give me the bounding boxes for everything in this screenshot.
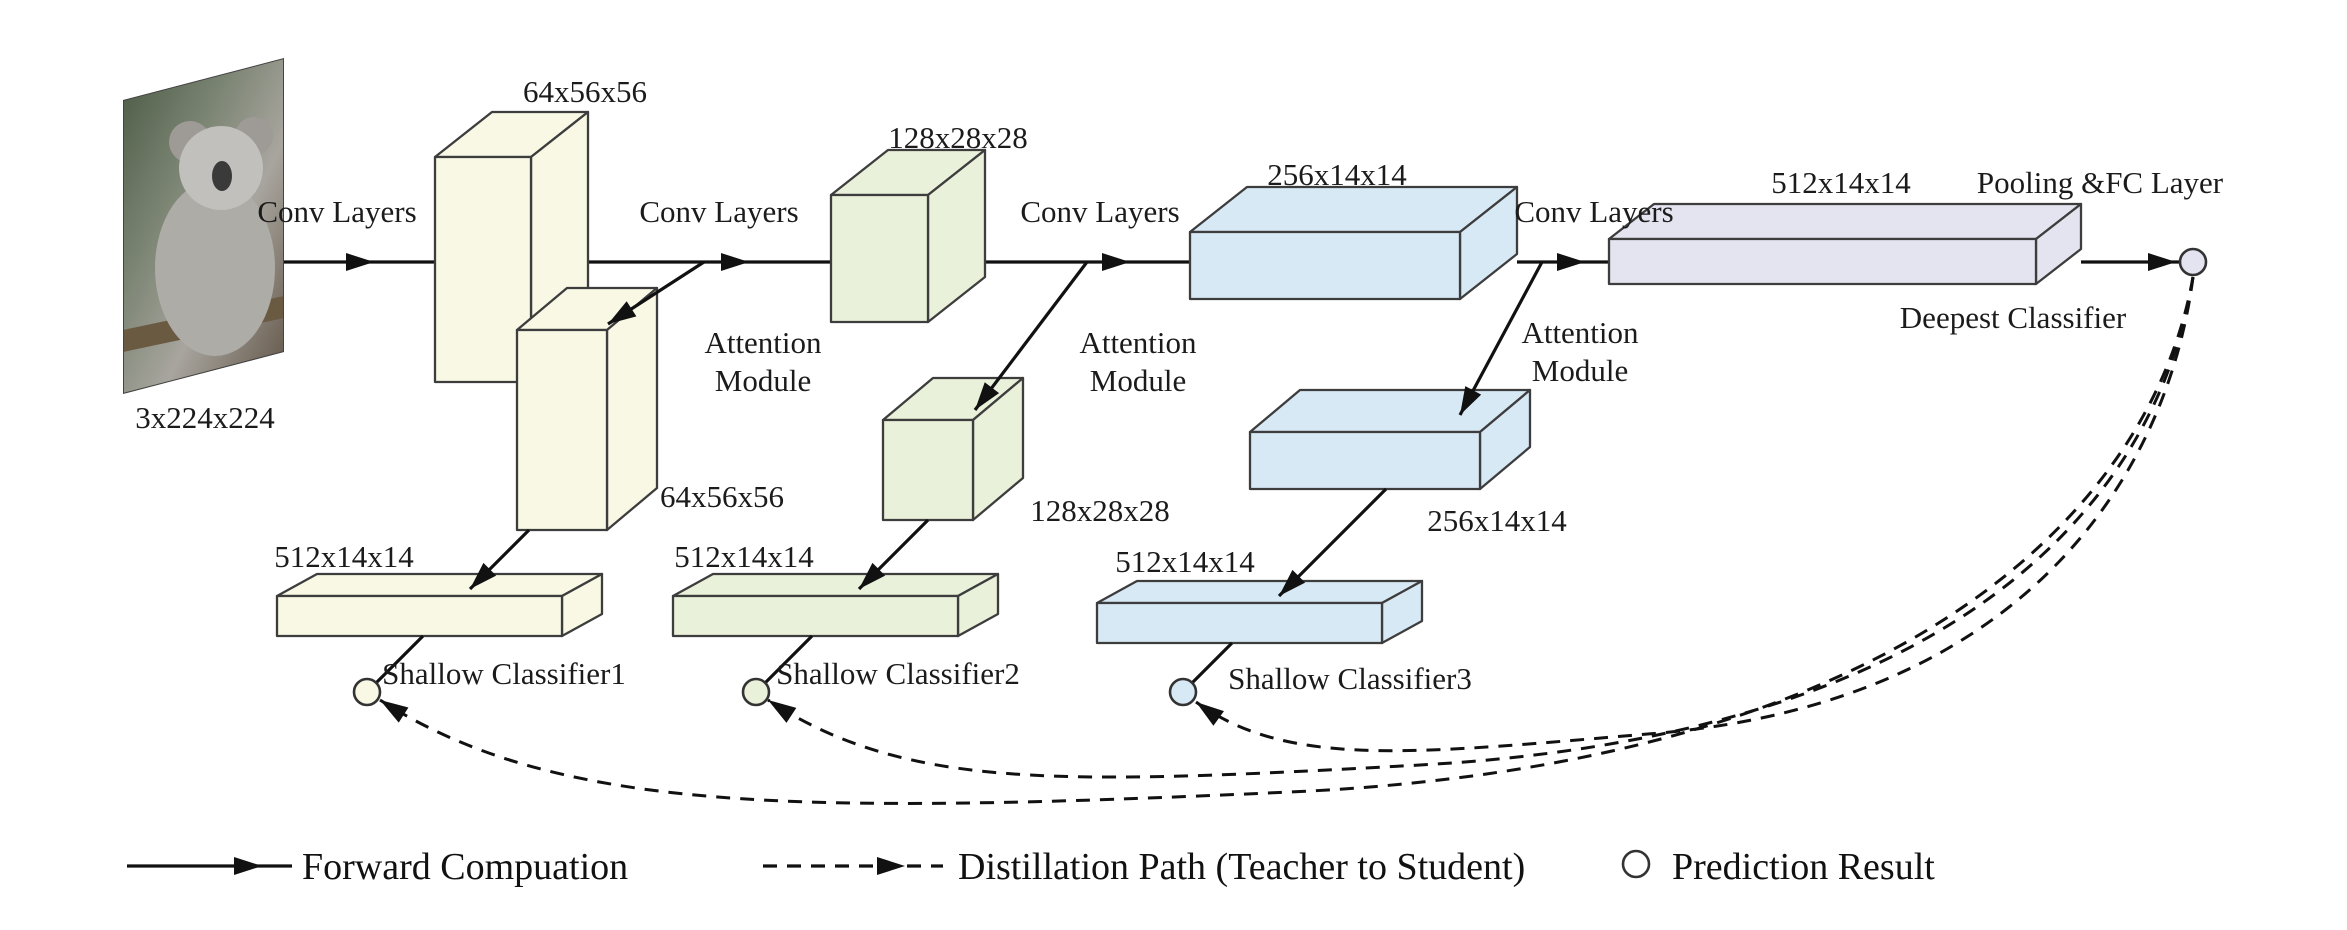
conv-layers-label-1: Conv Layers (257, 194, 417, 229)
attention-block-1-front-face (515, 328, 609, 532)
branch-dim-label-2: 128x28x28 (1030, 493, 1170, 528)
conv-block-2 (829, 148, 987, 324)
attention-module-label-3: Attention Module (1521, 315, 1639, 388)
forward-arrowhead (721, 253, 749, 271)
shallow-classifier-block-1-front-face (275, 594, 564, 638)
forward-arrowhead (1557, 253, 1585, 271)
attention-arrow-2 (973, 261, 1089, 411)
attention-arrowhead-1 (608, 301, 637, 324)
conv-block-3 (1188, 185, 1519, 301)
legend-prediction-circle (1621, 849, 1651, 879)
conv-layers-label-4: Conv Layers (1514, 194, 1674, 229)
attention-arrow-3 (1458, 261, 1544, 416)
input-image (123, 58, 284, 394)
legend-prediction-label: Prediction Result (1672, 846, 1935, 888)
koala-body-shape (155, 180, 275, 356)
conv-block-4 (1607, 202, 2083, 286)
distillation-path-1 (379, 276, 2195, 805)
shallow-classifier-block-3-front-face (1095, 601, 1384, 645)
input-dim-label: 3x224x224 (135, 400, 275, 435)
branch-line-2 (763, 634, 814, 685)
conv-block-1 (433, 110, 590, 384)
shallow-classifier-block-2 (671, 572, 1000, 638)
distillation-path-3 (1195, 276, 2195, 753)
attention-arrowhead-3 (1460, 386, 1482, 415)
block-dim-label-4: 512x14x14 (1771, 165, 1911, 200)
shallow-classifier-block-1 (275, 572, 604, 638)
branch-line-1 (374, 634, 425, 685)
distillation-arrowhead-1 (380, 700, 409, 723)
shallow-classifier-block-3 (1095, 579, 1424, 645)
block-dim-label-2: 128x28x28 (888, 120, 1028, 155)
branch-dim-label-3: 256x14x14 (1427, 503, 1567, 538)
legend-forward-arrowhead (234, 857, 262, 875)
forward-arrowhead (1102, 253, 1130, 271)
legend-forward-label: Forward Compuation (302, 846, 629, 888)
classifier-dim-label-3: 512x14x14 (1115, 544, 1255, 579)
attention-module-label-1: Attention Module (704, 325, 822, 398)
shallow-classifier-block-2-top-face (671, 572, 1000, 598)
forward-arrowhead (2148, 253, 2176, 271)
conv-block-3-front-face (1188, 230, 1462, 301)
attention-block-1-side-face (605, 286, 659, 532)
classifier-dim-label-1: 512x14x14 (274, 539, 414, 574)
attention-block-2-front-face (881, 418, 975, 522)
attention-module-label-2: Attention Module (1079, 325, 1197, 398)
classifier-dim-label-2: 512x14x14 (674, 539, 814, 574)
attention-block-2 (881, 376, 1025, 522)
distillation-path-2 (767, 276, 2195, 779)
koala-nose-shape (212, 161, 232, 191)
forward-arrowhead (346, 253, 374, 271)
branch-arrowhead-1 (470, 562, 497, 589)
prediction-circle-1 (352, 677, 382, 707)
branch-dim-label-1: 64x56x56 (660, 479, 784, 514)
distillation-arrowhead-3 (1196, 702, 1224, 726)
conv-block-4-front-face (1607, 237, 2038, 286)
prediction-circle-deepest (2178, 247, 2208, 277)
shallow-classifier-block-3-top-face (1095, 579, 1424, 605)
distillation-arrowhead-2 (768, 700, 797, 723)
attention-block-3 (1248, 388, 1532, 491)
block-dim-label-3: 256x14x14 (1267, 157, 1407, 192)
branch-line-3 (1190, 641, 1234, 685)
koala-photo-border (123, 58, 284, 394)
attention-arrowhead-2 (975, 382, 1000, 410)
shallow-classifier-label-2: Shallow Classifier2 (776, 656, 1020, 691)
conv-block-1-front-face (433, 155, 533, 384)
conv-block-2-front-face (829, 193, 930, 324)
conv-layers-label-2: Conv Layers (639, 194, 799, 229)
shallow-classifier-block-2-front-face (671, 594, 960, 638)
legend-distillation-arrowhead (877, 857, 905, 875)
prediction-circle-2 (741, 677, 771, 707)
block-dim-label-1: 64x56x56 (523, 74, 647, 109)
deepest-classifier-label: Deepest Classifier (1899, 300, 2127, 335)
shallow-classifier-label-3: Shallow Classifier3 (1228, 661, 1472, 696)
attention-block-1 (515, 286, 659, 532)
pooling-fc-label: Pooling &FC Layer (1976, 165, 2224, 200)
shallow-classifier-label-1: Shallow Classifier1 (382, 656, 626, 691)
conv-layers-label-3: Conv Layers (1020, 194, 1180, 229)
prediction-circle-3 (1168, 677, 1198, 707)
conv-block-4-top-face (1607, 202, 2083, 241)
attention-block-3-front-face (1248, 430, 1482, 491)
branch-arrowhead-3 (1279, 569, 1306, 596)
branch-arrowhead-2 (859, 562, 886, 589)
shallow-classifier-block-1-top-face (275, 572, 604, 598)
legend-distillation-label: Distillation Path (Teacher to Student) (958, 846, 1526, 888)
